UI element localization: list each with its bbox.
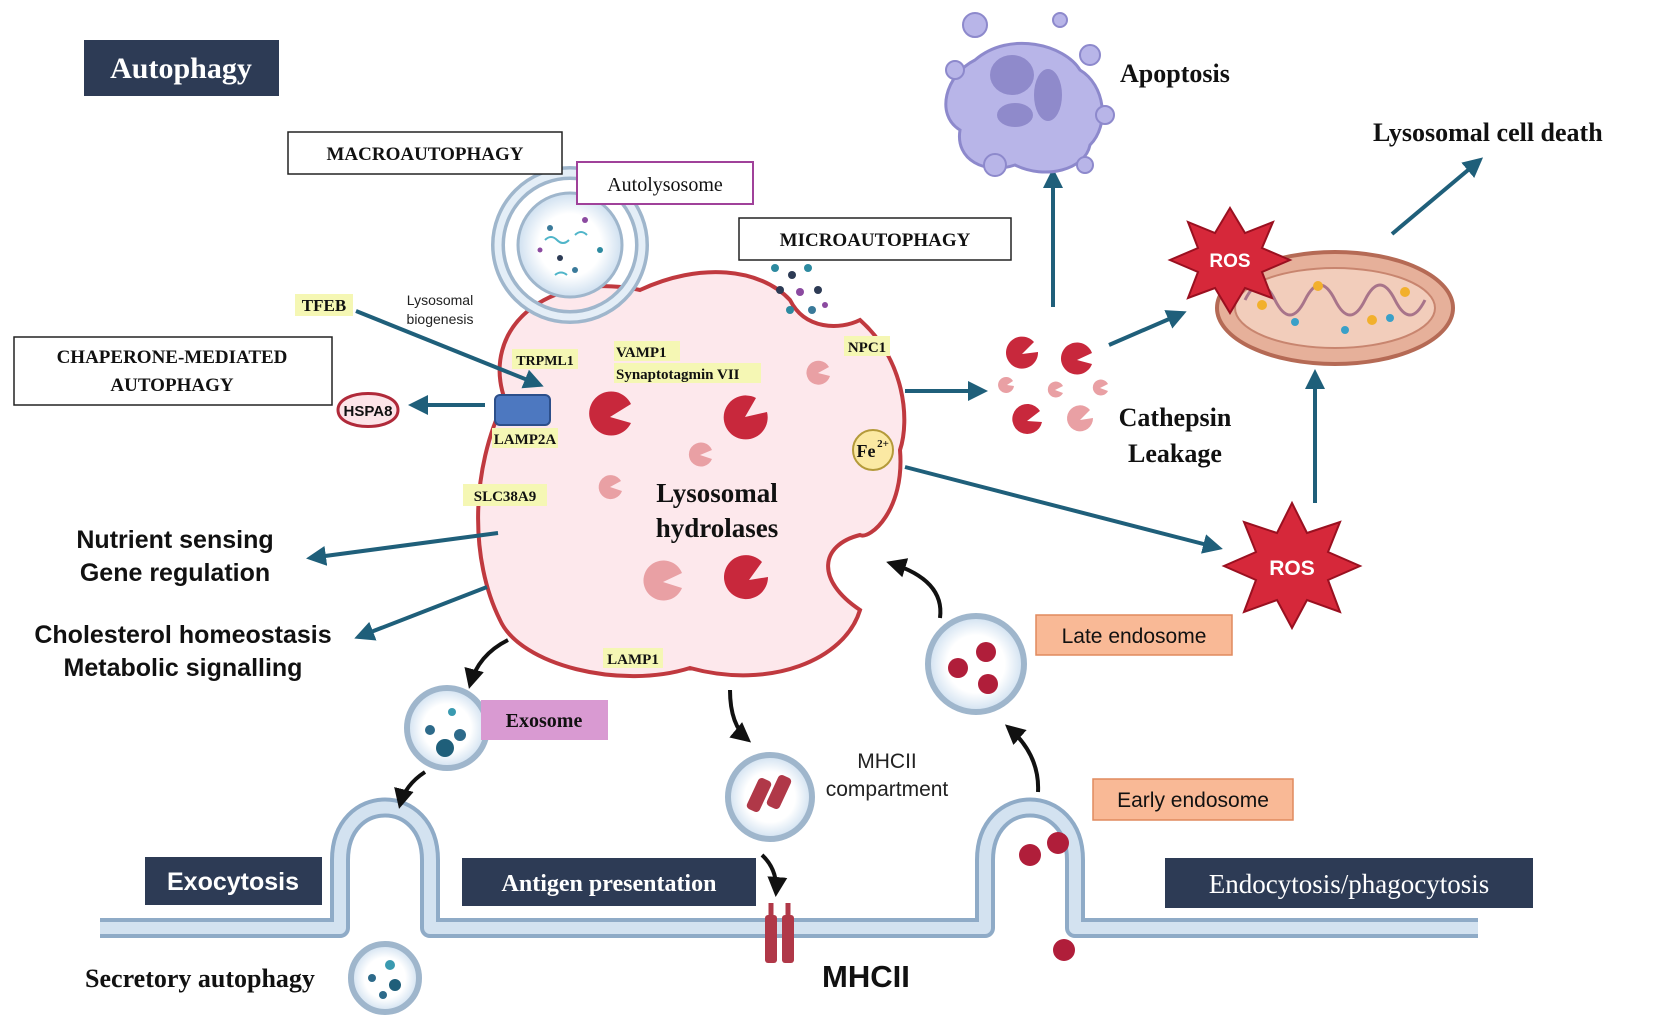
iron-label: Fe bbox=[857, 441, 876, 461]
microautophagy-cargo bbox=[771, 264, 828, 314]
slc38a9-label: SLC38A9 bbox=[474, 489, 537, 505]
mhcii-label: MHCII bbox=[822, 959, 910, 994]
biogenesis-line1: Lysosomal bbox=[407, 292, 473, 308]
hspa8-protein bbox=[336, 392, 400, 428]
exosome-box bbox=[481, 700, 608, 740]
plasma-membrane bbox=[100, 797, 1478, 938]
synaptotagmin-label: Synaptotagmin VII bbox=[616, 367, 740, 383]
macroautophagy-label: MACROAUTOPHAGY bbox=[326, 144, 523, 165]
hydrolases-line1: Lysosomal bbox=[656, 478, 778, 508]
ros-star-bottom bbox=[1221, 500, 1363, 631]
mitochondrion bbox=[1215, 250, 1455, 366]
antigen-presentation-banner bbox=[462, 858, 756, 906]
mhcii-receptor bbox=[765, 903, 794, 963]
exocytosis-banner bbox=[145, 857, 322, 905]
early-endosome-particles bbox=[1019, 832, 1075, 961]
lamp1-label: LAMP1 bbox=[607, 652, 659, 668]
late-endosome-box bbox=[1035, 614, 1233, 656]
iron-ion bbox=[852, 429, 894, 471]
late-endosome-vesicle bbox=[925, 613, 1027, 715]
secretory-autophagy-label: Secretory autophagy bbox=[85, 964, 315, 993]
exosome-label: Exosome bbox=[506, 710, 583, 732]
npc1-label: NPC1 bbox=[848, 340, 886, 356]
autophagy-title: Autophagy bbox=[110, 52, 252, 85]
iron-charge: 2+ bbox=[877, 438, 889, 450]
cma-label-line2: AUTOPHAGY bbox=[110, 375, 233, 396]
secretory-vesicle bbox=[348, 941, 422, 1015]
lysosomal-hydrolases bbox=[589, 360, 830, 601]
autophagy-banner bbox=[84, 40, 279, 96]
lamp2a-label: LAMP2A bbox=[494, 432, 557, 448]
metabolic-label: Metabolic signalling bbox=[64, 654, 303, 682]
trpml1-label: TRPML1 bbox=[516, 354, 574, 369]
vamp1-label: VAMP1 bbox=[616, 345, 667, 361]
labels: Autophagy MACROAUTOPHAGY Autolysosome MI… bbox=[34, 52, 1603, 994]
nutrient-sensing-label: Nutrient sensing bbox=[76, 526, 273, 554]
cma-label-line1: CHAPERONE-MEDIATED bbox=[57, 347, 288, 368]
tfeb-label: TFEB bbox=[302, 296, 346, 315]
cathepsin-line2: Leakage bbox=[1128, 439, 1222, 468]
autolysosome-label: Autolysosome bbox=[607, 174, 723, 196]
cholesterol-label: Cholesterol homeostasis bbox=[34, 621, 331, 649]
microautophagy-box bbox=[738, 217, 1012, 261]
cathepsin-line1: Cathepsin bbox=[1119, 403, 1232, 432]
late-endosome-label: Late endosome bbox=[1062, 625, 1207, 648]
ros-star-top bbox=[1167, 206, 1293, 315]
autolysosome-box bbox=[576, 161, 754, 205]
early-endosome-label: Early endosome bbox=[1117, 789, 1269, 812]
leaked-cathepsins bbox=[998, 336, 1108, 434]
gene-regulation-label: Gene regulation bbox=[80, 559, 270, 587]
mhcii-compartment-line2: compartment bbox=[826, 778, 949, 801]
protein-label-backgrounds bbox=[295, 294, 890, 668]
lamp2a-channel bbox=[494, 394, 551, 426]
autolysosome-vesicle bbox=[491, 166, 649, 324]
lysosome bbox=[476, 270, 907, 679]
black-arrows bbox=[394, 558, 1041, 897]
mhcii-compartment-line1: MHCII bbox=[857, 750, 917, 773]
arrows bbox=[306, 157, 1484, 641]
cma-box bbox=[13, 336, 333, 406]
apoptotic-cell bbox=[944, 12, 1115, 177]
ros-top-label: ROS bbox=[1209, 251, 1250, 272]
endocytosis-label: Endocytosis/phagocytosis bbox=[1209, 869, 1489, 899]
macroautophagy-box bbox=[287, 131, 563, 175]
exocytosis-label: Exocytosis bbox=[167, 868, 299, 896]
hspa8-label: HSPA8 bbox=[344, 403, 393, 420]
antigen-presentation-label: Antigen presentation bbox=[502, 871, 717, 897]
early-endosome-box bbox=[1092, 778, 1294, 821]
mhcii-compartment-vesicle bbox=[725, 752, 815, 842]
exosome-vesicle bbox=[404, 685, 490, 771]
hydrolases-line2: hydrolases bbox=[656, 513, 779, 543]
ros-bottom-label: ROS bbox=[1269, 557, 1315, 580]
microautophagy-label: MICROAUTOPHAGY bbox=[780, 230, 971, 251]
apoptosis-label: Apoptosis bbox=[1120, 59, 1230, 88]
endocytosis-banner bbox=[1165, 858, 1533, 908]
lysosomal-cell-death-label: Lysosomal cell death bbox=[1373, 118, 1603, 147]
biogenesis-line2: biogenesis bbox=[407, 311, 474, 327]
